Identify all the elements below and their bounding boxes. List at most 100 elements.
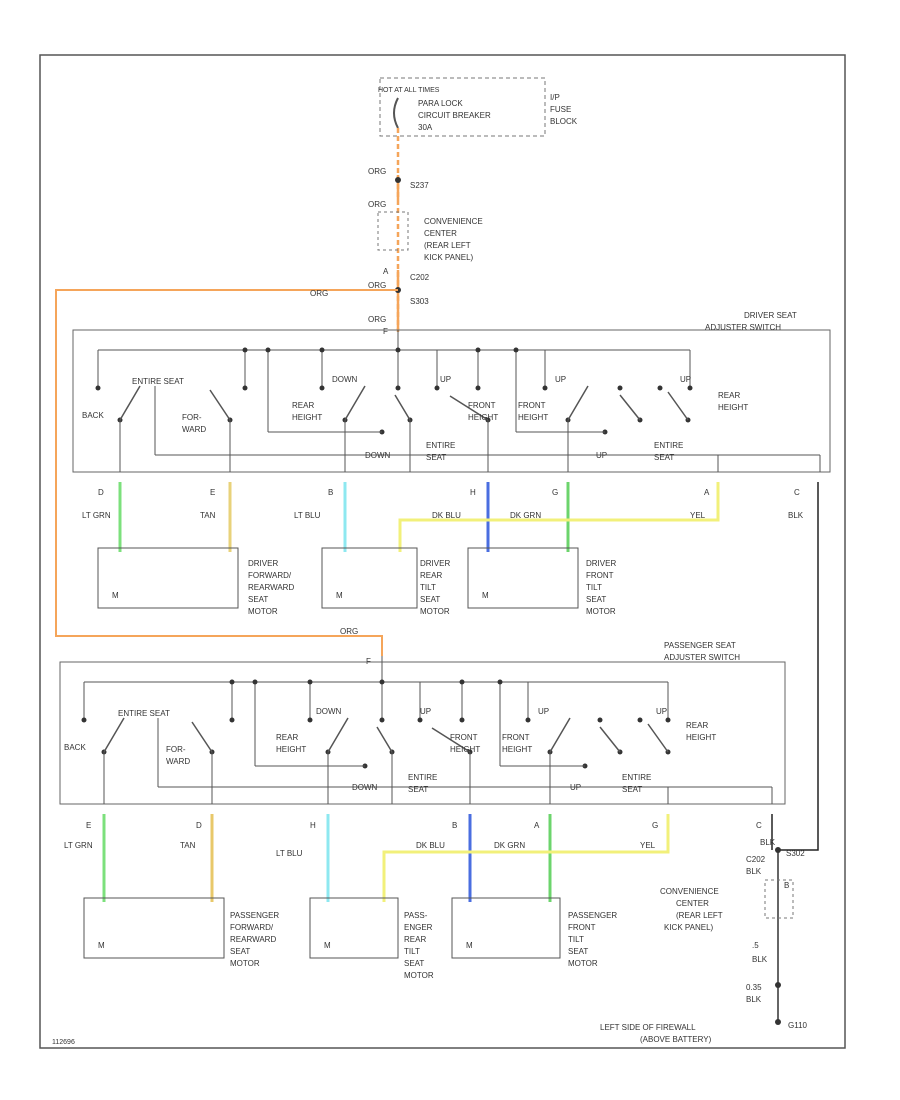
conv-center-2: CENTER: [424, 229, 457, 238]
driver-wire-yel: [398, 482, 720, 552]
pass-lbl-entire-seat: ENTIRE SEAT: [118, 709, 170, 718]
driver-switch-title-2: ADJUSTER SWITCH: [705, 323, 781, 332]
pass-lbl-up: UP: [420, 707, 431, 716]
pass-lbl-rear-height-2: HEIGHT: [276, 745, 306, 754]
driver-lbl-entire-seat-2: ENTIRE: [426, 441, 455, 450]
pass-color-5: DK GRN: [494, 841, 525, 850]
motor-icon: M: [98, 941, 105, 950]
ground-wire-4-gauge: 0.35: [746, 983, 762, 992]
driver-lbl-entire-seat-3: ENTIRE: [654, 441, 683, 450]
svg-text:REAR: REAR: [420, 571, 442, 580]
pass-lbl-rear-2b: HEIGHT: [686, 733, 716, 742]
driver-lbl-forward: FOR-: [182, 413, 202, 422]
svg-text:TILT: TILT: [420, 583, 436, 592]
s237-label: S237: [410, 181, 429, 190]
pass-lbl-up-4: UP: [656, 707, 667, 716]
pass-lbl-up-3: UP: [570, 783, 581, 792]
svg-text:PASS-: PASS-: [404, 911, 428, 920]
pass-lbl-front-2b: HEIGHT: [502, 745, 532, 754]
orange-branch-wire: [55, 289, 398, 656]
pass-pin-1: E: [86, 821, 91, 830]
ground-wire-3-gauge: .5: [752, 941, 759, 950]
svg-text:SEAT: SEAT: [404, 959, 424, 968]
driver-color-4: DK BLU: [432, 511, 461, 520]
svg-text:FORWARD/: FORWARD/: [230, 923, 274, 932]
svg-text:DRIVER: DRIVER: [586, 559, 616, 568]
fuse-block: HOT AT ALL TIMES PARA LOCK CIRCUIT BREAK…: [378, 77, 578, 137]
driver-color-3: LT BLU: [294, 511, 321, 520]
wire-org-3: ORG: [368, 281, 386, 290]
ground-conv-1: CONVENIENCE: [660, 887, 719, 896]
svg-text:TILT: TILT: [404, 947, 420, 956]
pass-color-1: LT GRN: [64, 841, 93, 850]
conv-center-3: (REAR LEFT: [424, 241, 471, 250]
pass-pin-4: B: [452, 821, 457, 830]
pass-lbl-rear-height: REAR: [276, 733, 298, 742]
pass-pin-6: G: [652, 821, 658, 830]
driver-switch-title-1: DRIVER SEAT: [744, 311, 797, 320]
pass-lbl-front-2: FRONT: [502, 733, 530, 742]
fuse-block-label-1: I/P: [550, 93, 560, 102]
driver-lbl-back: BACK: [82, 411, 104, 420]
driver-pin-4: H: [470, 488, 476, 497]
pass-lbl-entire-seat-3b: SEAT: [622, 785, 642, 794]
driver-lbl-rear-height: REAR: [292, 401, 314, 410]
ground-circuit: BLK S302 C202 BLK B CONVENIENCE CENTER (…: [600, 838, 808, 1044]
svg-text:SEAT: SEAT: [248, 595, 268, 604]
pass-pin-7: C: [756, 821, 762, 830]
motor-icon: M: [482, 591, 489, 600]
driver-lbl-forward-2: WARD: [182, 425, 206, 434]
motor-icon: M: [112, 591, 119, 600]
pass-lbl-down: DOWN: [316, 707, 342, 716]
svg-text:PASSENGER: PASSENGER: [230, 911, 279, 920]
svg-text:REARWARD: REARWARD: [230, 935, 276, 944]
driver-pin-7: C: [794, 488, 800, 497]
pass-lbl-entire-seat-2: ENTIRE: [408, 773, 437, 782]
c202-label: C202: [410, 273, 430, 282]
driver-lbl-rear-height-2: HEIGHT: [292, 413, 322, 422]
pass-pin-5: A: [534, 821, 540, 830]
ground-wire-2: BLK: [746, 867, 762, 876]
svg-text:DRIVER: DRIVER: [420, 559, 450, 568]
splice-s302-label: S302: [786, 849, 805, 858]
pass-lbl-forward: FOR-: [166, 745, 186, 754]
figure-id: 112696: [52, 1039, 75, 1046]
pass-switch-title-1: PASSENGER SEAT: [664, 641, 736, 650]
pass-lbl-back: BACK: [64, 743, 86, 752]
driver-lbl-rear-2: REAR: [718, 391, 740, 400]
pass-pin-3: H: [310, 821, 316, 830]
driver-pin-6: A: [704, 488, 710, 497]
ground-wire-3: BLK: [752, 955, 768, 964]
wire-org-1: ORG: [368, 167, 386, 176]
pass-lbl-front-height-2: HEIGHT: [450, 745, 480, 754]
s303-label: S303: [410, 297, 429, 306]
conv-center-4: KICK PANEL): [424, 253, 474, 262]
pass-motor-front-tilt: M PASSENGER FRONT TILT SEAT MOTOR: [451, 897, 617, 968]
driver-lbl-front-2b: HEIGHT: [518, 413, 548, 422]
svg-text:SEAT: SEAT: [586, 595, 606, 604]
ground-location-1: LEFT SIDE OF FIREWALL: [600, 1023, 696, 1032]
svg-text:TILT: TILT: [568, 935, 584, 944]
ground-c202: C202: [746, 855, 766, 864]
svg-text:FRONT: FRONT: [568, 923, 596, 932]
svg-text:PASSENGER: PASSENGER: [568, 911, 617, 920]
ground-location-2: (ABOVE BATTERY): [640, 1035, 712, 1044]
pass-lbl-rear-2: REAR: [686, 721, 708, 730]
wire-org-branch: ORG: [310, 289, 328, 298]
svg-text:MOTOR: MOTOR: [568, 959, 598, 968]
ground-conv-4: KICK PANEL): [664, 923, 714, 932]
wire-org-2: ORG: [368, 200, 386, 209]
driver-pin-1: D: [98, 488, 104, 497]
ground-conv-2: CENTER: [676, 899, 709, 908]
driver-lbl-down: DOWN: [332, 375, 358, 384]
svg-text:SEAT: SEAT: [568, 947, 588, 956]
driver-wire-blk: [778, 482, 819, 851]
driver-lbl-entire-seat-2b: SEAT: [426, 453, 446, 462]
pass-lbl-entire-seat-2b: SEAT: [408, 785, 428, 794]
ground-conv-3: (REAR LEFT: [676, 911, 723, 920]
diagram-border: [39, 54, 846, 1049]
svg-text:REAR: REAR: [404, 935, 426, 944]
circuit-breaker-label-1: PARA LOCK: [418, 99, 463, 108]
svg-text:MOTOR: MOTOR: [420, 607, 450, 616]
svg-text:MOTOR: MOTOR: [230, 959, 260, 968]
